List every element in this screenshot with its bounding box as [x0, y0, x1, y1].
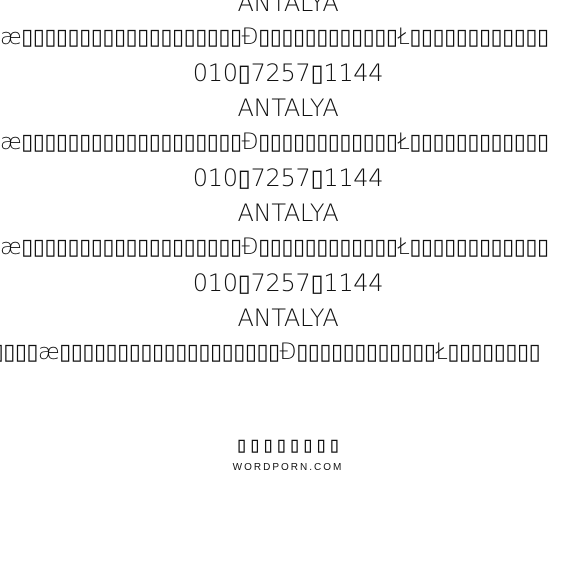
garbled-line: ▯▯▯▯▯æ▯▯▯▯▯▯▯▯▯▯▯▯▯▯▯▯▯▯▯Ð▯▯▯▯▯▯▯▯▯▯▯▯Ł▯… — [0, 341, 541, 365]
title-line: ANTALYA — [237, 0, 339, 17]
phone-line: 010▯7257▯1144 — [192, 166, 384, 192]
phone-line: 010▯7257▯1144 — [192, 61, 384, 87]
title-line: ANTALYA — [237, 201, 339, 227]
title-line: ANTALYA — [237, 96, 339, 122]
garbled-line: æ▯▯▯▯▯▯▯▯▯▯▯▯▯▯▯▯▯▯▯Ð▯▯▯▯▯▯▯▯▯▯▯▯Ł▯▯▯▯▯▯… — [0, 131, 549, 155]
title-line: ANTALYA — [237, 306, 339, 332]
footer-logo: ▯▯▯▯▯▯▯▯ WORDPORN.COM — [0, 433, 576, 475]
garbled-line: æ▯▯▯▯▯▯▯▯▯▯▯▯▯▯▯▯▯▯▯Ð▯▯▯▯▯▯▯▯▯▯▯▯Ł▯▯▯▯▯▯… — [0, 236, 549, 260]
phone-line: 010▯7257▯1144 — [192, 271, 384, 297]
logo-glyphs: ▯▯▯▯▯▯▯▯ — [235, 433, 341, 458]
text-stack: ANTALYA æ▯▯▯▯▯▯▯▯▯▯▯▯▯▯▯▯▯▯▯Ð▯▯▯▯▯▯▯▯▯▯▯… — [0, 0, 549, 365]
site-url: WORDPORN.COM — [232, 462, 344, 473]
garbled-line: æ▯▯▯▯▯▯▯▯▯▯▯▯▯▯▯▯▯▯▯Ð▯▯▯▯▯▯▯▯▯▯▯▯Ł▯▯▯▯▯▯… — [0, 26, 549, 50]
